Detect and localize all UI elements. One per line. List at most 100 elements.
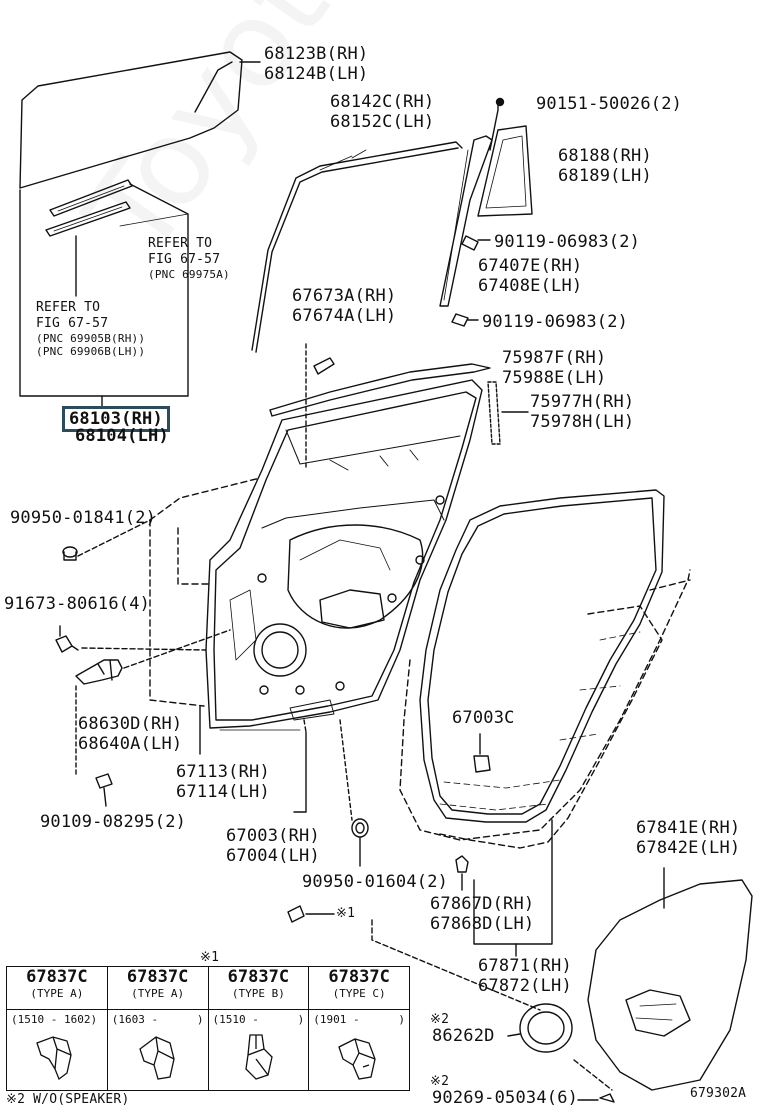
- refer-note2-line1: REFER TO: [36, 300, 101, 315]
- refer-note-69975A: REFER TO FIG 67-57 (PNC 69975A): [148, 236, 230, 281]
- refer-note2-line2: FIG 67-57: [36, 316, 109, 331]
- label-67872-lh: 67872(LH): [478, 976, 572, 996]
- clip-col-4-pn: 67837C: [328, 967, 390, 987]
- clip-col-3-pn: 67837C: [227, 967, 290, 987]
- screw-90151: [495, 97, 505, 107]
- footnote-star2: ※2 W/O(SPEAKER): [6, 1092, 130, 1107]
- label-67003-rh: 67003(RH): [226, 826, 320, 846]
- label-67867D: 67867D(RH) 67868D(LH): [430, 894, 534, 934]
- clip-67867: [455, 855, 469, 891]
- bolt-91673: [55, 625, 207, 653]
- figure-id: 679302A: [690, 1086, 747, 1101]
- label-68188: 68188(RH) 68189(LH): [558, 146, 652, 186]
- leaders-67871: [473, 819, 553, 957]
- clip-col-2-head: 67837C (TYPE A): [106, 966, 209, 1010]
- label-67867D-rh: 67867D(RH): [430, 894, 535, 914]
- clip-col-2-type: (TYPE A): [131, 987, 185, 1000]
- label-75977H: 75977H(RH) 75978H(LH): [530, 392, 634, 432]
- clip-col-3-range: (1510 - ): [209, 1010, 309, 1027]
- label-68142C-rh: 68142C(RH): [330, 92, 435, 112]
- label-68640A-lh: 68640A(LH): [78, 734, 183, 754]
- label-75987F-rh: 75987F(RH): [502, 348, 607, 368]
- label-67871: 67871(RH) 67872(LH): [478, 956, 572, 996]
- label-67003C: 67003C: [452, 708, 515, 728]
- clip-col-1-range-text: (1510 - 1602): [11, 1013, 98, 1026]
- clip-col-3-type: (TYPE B): [231, 987, 285, 1000]
- label-67407E-rh: 67407E(RH): [478, 256, 583, 276]
- clip-col-4-head: 67837C (TYPE C): [308, 966, 410, 1010]
- leaders-lower: [199, 705, 307, 813]
- clip-col-2-range-start: (1603 -: [111, 1013, 159, 1026]
- quarter-window: [477, 103, 533, 217]
- clip-col-4-type: (TYPE C): [332, 987, 386, 1000]
- belt-molding: [269, 363, 491, 417]
- label-67113-rh: 67113(RH): [176, 762, 270, 782]
- clip-col-4-range-end: ): [398, 1013, 405, 1026]
- clip-col-1-type: (TYPE A): [30, 987, 84, 1000]
- clip-col-1-body: (1510 - 1602): [6, 1009, 108, 1091]
- bolt-90109: [95, 773, 113, 807]
- label-90950-01841: 90950-01841(2): [10, 508, 157, 528]
- label-90151: 90151-50026(2): [536, 94, 683, 114]
- label-75987F: 75987F(RH) 75988E(LH): [502, 348, 606, 388]
- clip-col-4-body: (1901 - ): [308, 1009, 410, 1091]
- clip-col-2-range: (1603 - ): [108, 1010, 208, 1027]
- refer-note-69905B: REFER TO FIG 67-57 (PNC 69905B(RH)) (PNC…: [36, 300, 145, 358]
- label-67871-rh: 67871(RH): [478, 956, 572, 976]
- clip-col-3-head: 67837C (TYPE B): [207, 966, 310, 1010]
- clip-col-1-head: 67837C (TYPE A): [6, 966, 108, 1010]
- label-91673: 91673-80616(4): [4, 594, 151, 614]
- label-67841E: 67841E(RH) 67842E(LH): [636, 818, 740, 858]
- label-68103: 68103(RH) 68104(LH): [62, 406, 170, 446]
- label-67673A-rh: 67673A(RH): [292, 286, 397, 306]
- clip-variant-table: 67837C (TYPE A) 67837C (TYPE A) 67837C (…: [6, 966, 410, 1091]
- clip-col-2-pn: 67837C: [126, 967, 189, 987]
- note-star2-90269: ※2: [430, 1074, 450, 1089]
- label-68188-rh: 68188(RH): [558, 146, 652, 166]
- refer-note-pnc: (PNC 69975A): [148, 268, 230, 281]
- note-star2-86262: ※2: [430, 1012, 450, 1027]
- clip-col-3-range-end: ): [297, 1013, 305, 1026]
- label-67113: 67113(RH) 67114(LH): [176, 762, 270, 802]
- opening-weatherstrip: [419, 489, 665, 823]
- clip-col-2-range-end: ): [196, 1013, 204, 1026]
- clip-90950-lower: [339, 719, 369, 867]
- leaders-68103: [19, 61, 261, 407]
- label-90119-lower: 90119-06983(2): [482, 312, 629, 332]
- label-67868D-lh: 67868D(LH): [430, 914, 535, 934]
- clip-table-mark: ※1: [200, 950, 220, 965]
- clip-type-c-icon: [338, 1038, 376, 1080]
- speaker-cover: [371, 919, 615, 1103]
- label-90109: 90109-08295(2): [40, 812, 187, 832]
- label-67004-lh: 67004(LH): [226, 846, 320, 866]
- clip-67673: [305, 343, 335, 471]
- label-67003: 67003(RH) 67004(LH): [226, 826, 320, 866]
- label-90269: 90269-05034(6): [432, 1088, 579, 1108]
- clip-star1: [287, 905, 335, 923]
- clip-col-4-range-start: (1901 -: [313, 1013, 360, 1026]
- garnish-75977: [487, 381, 529, 445]
- clip-col-1-range: (1510 - 1602): [7, 1010, 107, 1027]
- service-cover: [587, 867, 753, 1091]
- window-frame-channel: [251, 141, 463, 353]
- clip-col-2-body: (1603 - ): [106, 1009, 209, 1091]
- belt-weatherstrips: [45, 179, 133, 237]
- door-panel: [205, 379, 483, 729]
- label-90950-01604: 90950-01604(2): [302, 872, 449, 892]
- label-68103-rh-highlighted: 68103(RH): [62, 406, 170, 432]
- refer-note2-pnc-lh: (PNC 69906B(LH)): [36, 345, 146, 358]
- clip-type-a2-icon: [138, 1036, 175, 1080]
- label-75988E-lh: 75988E(LH): [502, 368, 607, 388]
- label-75977H-rh: 75977H(RH): [530, 392, 635, 412]
- label-67408E-lh: 67408E(LH): [478, 276, 583, 296]
- label-75978H-lh: 75978H(LH): [530, 412, 635, 432]
- label-68123B-rh: 68123B(RH): [264, 44, 369, 64]
- label-68630D-rh: 68630D(RH): [78, 714, 183, 734]
- label-68142C: 68142C(RH) 68152C(LH): [330, 92, 434, 132]
- clip-col-1-pn: 67837C: [26, 967, 88, 987]
- door-check: [75, 629, 231, 777]
- division-bar: [439, 135, 493, 307]
- label-68152C-lh: 68152C(LH): [330, 112, 435, 132]
